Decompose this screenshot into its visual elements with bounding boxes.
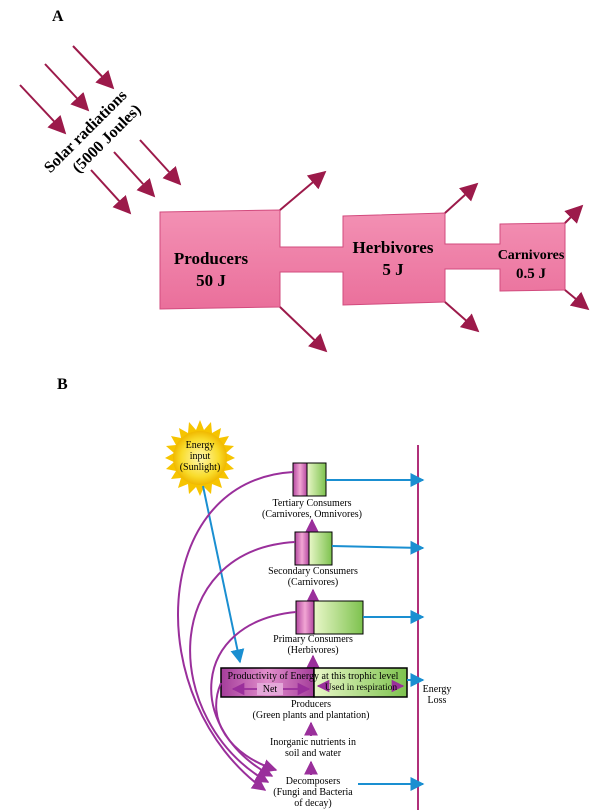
secondary-consumers-box [294,531,333,566]
net-label: Net [263,684,278,695]
energy-loss-label-line1: Energy [423,684,452,695]
producers-return-arrow [215,682,278,773]
herbivore-loss-arrow-up [444,182,479,214]
solar-radiation-arrows [19,45,182,215]
tertiary-label-line1: Tertiary Consumers [272,498,351,509]
carnivore-loss-arrow-up [564,204,584,224]
producer-loss-arrow-up [279,170,327,211]
sun-label-line3: (Sunlight) [180,462,221,473]
producers-productivity-box [220,667,408,698]
panel-a-energy-flow-diagram: Solar radiations (5000 Joules) Producers… [19,45,590,353]
solar-arrow-5 [113,151,156,198]
producer-loss-arrow-down [279,306,328,353]
secondary-label-line1: Secondary Consumers [268,566,358,577]
herbivore-loss-arrow-down [444,301,480,333]
primary-label-line1: Primary Consumers [273,634,353,645]
tertiary-return-arrow [177,471,294,791]
panel-b-trophic-diagram: Energy input (Sunlight) Energy Loss Tert… [165,420,452,810]
tertiary-consumers-box [292,462,327,497]
energy-loss-label-line2: Loss [428,695,447,706]
return-arrows [177,471,297,791]
primary-return-arrow [210,611,297,777]
producers-value: 50 J [196,271,226,290]
decomposers-label-line2: (Fungi and Bacteria [273,787,353,798]
secondary-loss-arrow [331,540,425,555]
primary-consumers-box [295,600,364,635]
carnivore-loss-arrow-down [564,289,590,311]
sun-icon [165,420,235,496]
solar-arrow-4 [90,169,132,215]
panel-a-label: A [52,8,64,25]
solar-arrow-6 [139,139,182,186]
carnivores-label: Carnivores [498,248,565,263]
net-label-bg [257,683,283,695]
respiration-label: Used in respiration [325,683,398,693]
solar-arrow-3 [72,45,115,90]
panel-b-label: B [57,376,68,393]
sun-label-line1: Energy [186,440,215,451]
producers-label-line1: Producers [291,699,331,710]
tertiary-label-line2: (Carnivores, Omnivores) [262,509,362,520]
herbivores-value: 5 J [382,260,404,279]
producers-label-line2: (Green plants and plantation) [253,710,370,721]
solar-arrow-1 [19,84,67,135]
solar-label: Solar radiations (5000 Joules) [41,87,145,176]
decomposers-label-line3: of decay) [294,798,331,809]
carnivores-value: 0.5 J [516,266,547,282]
secondary-label-line2: (Carnivores) [288,577,339,588]
secondary-return-arrow [189,541,296,783]
decomposers-label-line1: Decomposers [286,776,341,787]
primary-label-line2: (Herbivores) [287,645,338,656]
herbivores-label: Herbivores [353,238,434,257]
productivity-title: Productivity of Energy at this trophic l… [228,671,399,682]
producers-label: Producers [174,249,249,268]
nutrients-label-line1: Inorganic nutrients in [270,737,356,748]
energy-loss-arrows [279,170,590,353]
nutrients-label-line2: soil and water [285,748,342,759]
sun-label-line2: input [190,451,211,462]
solar-arrow-2 [44,63,90,112]
